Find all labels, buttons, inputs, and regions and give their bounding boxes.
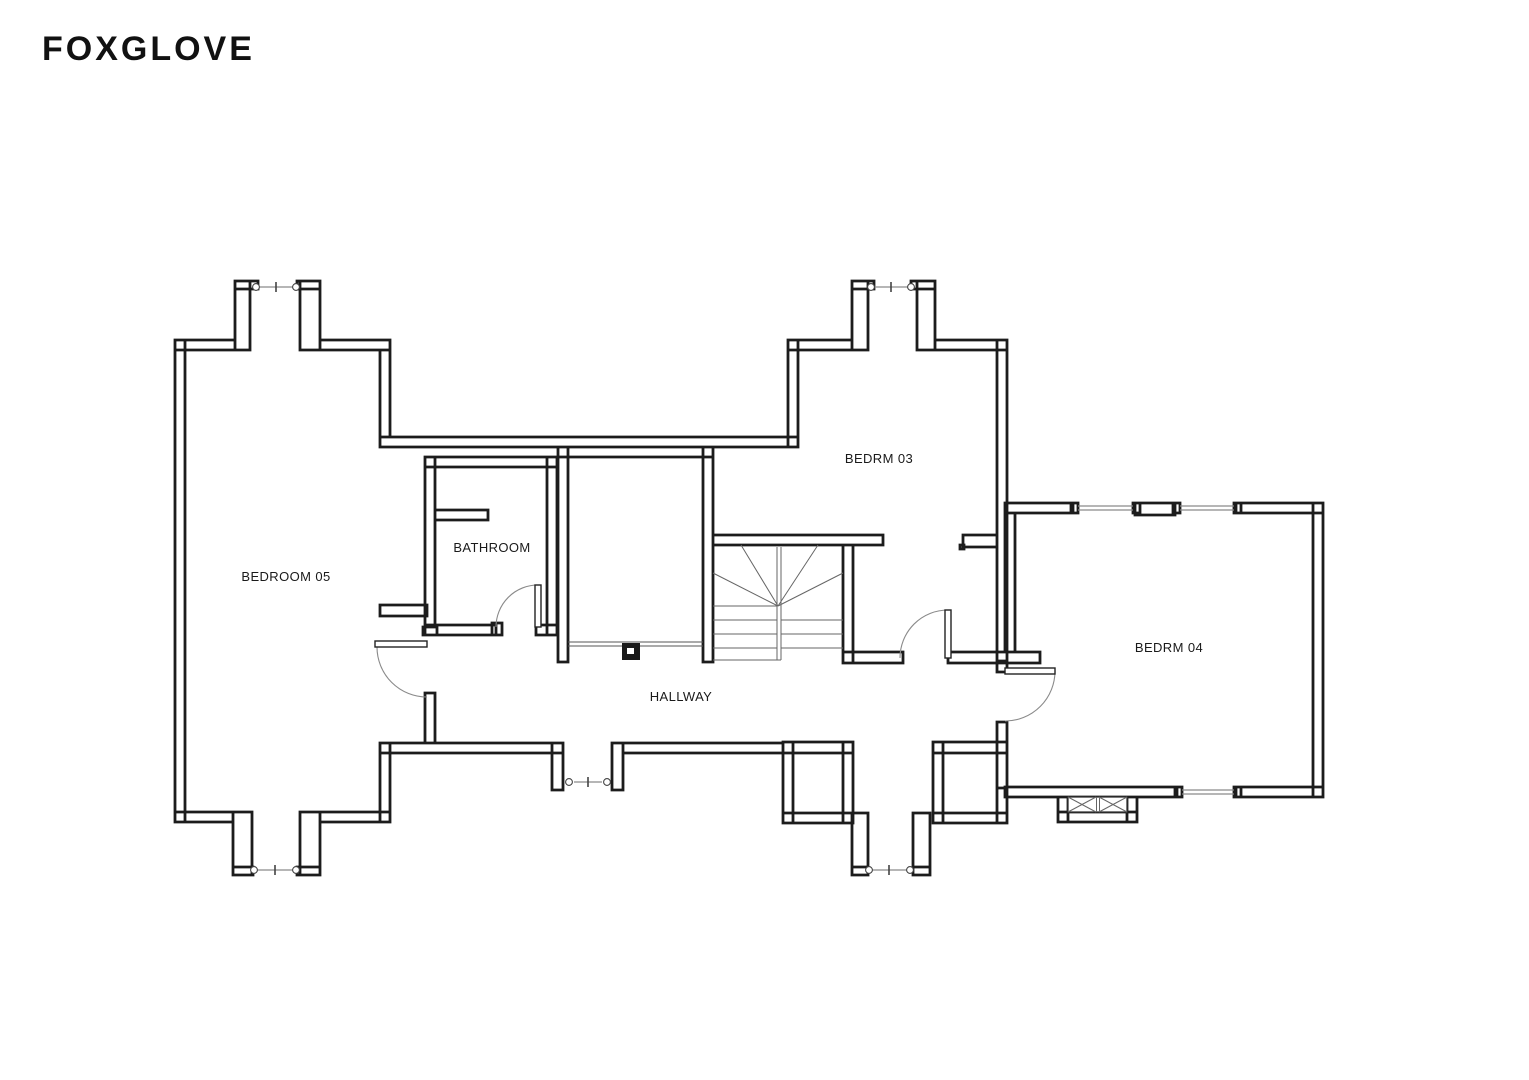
chimney <box>1067 796 1128 813</box>
landing <box>568 641 703 660</box>
window-end-icon <box>252 283 260 291</box>
room-label-hallway: HALLWAY <box>650 689 713 704</box>
door-bathroom <box>495 584 542 628</box>
door-swing-arc <box>1004 670 1056 722</box>
door-leaf <box>374 640 428 648</box>
windows <box>250 282 1234 875</box>
door-bedrm-03 <box>899 609 952 659</box>
stair-treads <box>712 544 844 661</box>
window-end-icon <box>867 283 875 291</box>
stairs <box>712 544 844 661</box>
chimney-hatch <box>1067 796 1128 813</box>
door-bedrm-04 <box>1004 667 1056 722</box>
window-end-icon <box>907 283 915 291</box>
page-title: FOXGLOVE <box>42 30 255 68</box>
door-swing-arc <box>899 609 949 659</box>
window-glazing-lines <box>257 286 1234 871</box>
window-end-icon <box>865 866 873 874</box>
window-end-icon <box>603 778 611 786</box>
window-end-icon <box>292 283 300 291</box>
door-swing-arc <box>495 584 539 628</box>
window-end-icon <box>250 866 258 874</box>
room-label-bedrm-03: BEDRM 03 <box>845 451 913 466</box>
door-leaf <box>534 584 542 628</box>
walls <box>173 279 1325 877</box>
room-label-bathroom: BATHROOM <box>453 540 530 555</box>
window-center-ticks <box>274 282 892 875</box>
window-end-icon <box>906 866 914 874</box>
newel-post-core <box>627 648 634 654</box>
door-leaf <box>1004 667 1056 675</box>
door-leaf <box>944 609 952 659</box>
window-end-icon <box>292 866 300 874</box>
door-swing-arc <box>376 646 428 698</box>
chimney-box <box>1067 796 1128 813</box>
room-label-bedrm-04: BEDRM 04 <box>1135 640 1203 655</box>
room-label-bedroom-05: BEDROOM 05 <box>241 569 330 584</box>
window-end-icon <box>565 778 573 786</box>
door-bedroom-05 <box>374 640 428 698</box>
